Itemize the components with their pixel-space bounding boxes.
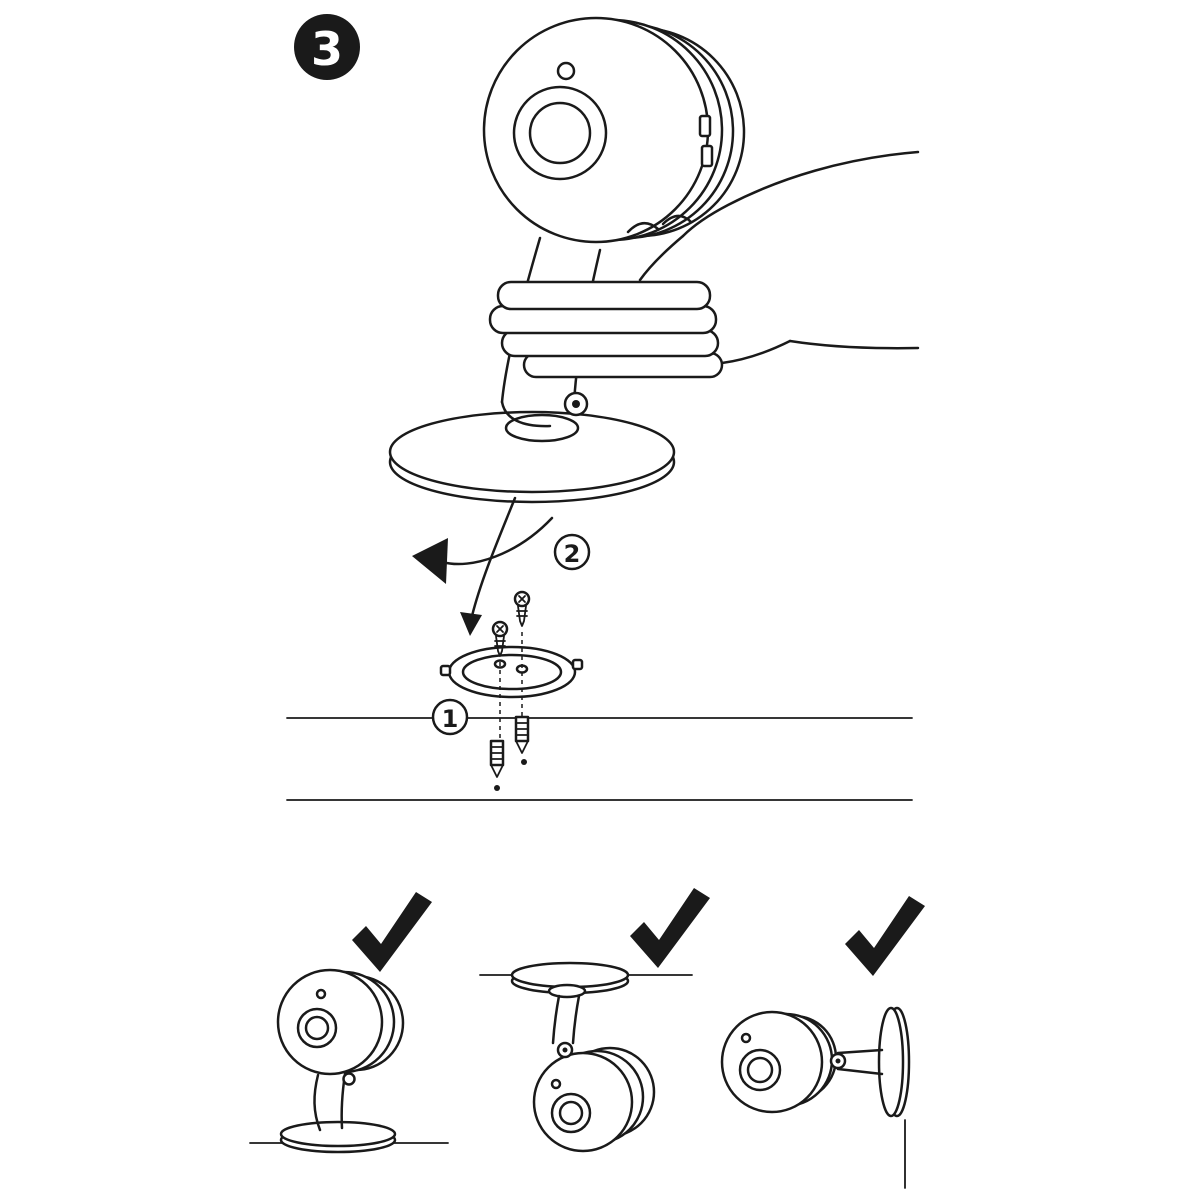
rotate-arrowhead-icon (412, 538, 448, 584)
step-3-badge: 3 (294, 14, 360, 80)
screw-hole (515, 664, 529, 674)
finger (496, 280, 712, 311)
camera-head (482, 16, 746, 244)
orientation-ceiling (479, 888, 710, 1153)
rotate-arrow-group: 2 (412, 496, 591, 636)
plate-tab (439, 664, 452, 677)
camera-lens (296, 1007, 338, 1049)
wall-anchor-icon (514, 715, 530, 765)
wall-anchor-icon (489, 739, 505, 791)
camera-in-hand-illustration (388, 16, 920, 504)
step-number: 3 (311, 22, 343, 76)
hand (488, 150, 920, 379)
led-indicator (550, 1078, 562, 1090)
orientation-wall (720, 896, 925, 1189)
camera-lens (550, 1092, 592, 1134)
checkmark-icon (845, 896, 925, 976)
down-arrowhead-icon (460, 612, 482, 636)
checkmark-icon (630, 888, 710, 968)
camera-stand-base (388, 410, 676, 504)
plate-tab (571, 658, 584, 671)
checkmark-icon (352, 892, 432, 972)
down-arrow-icon (470, 496, 517, 618)
knuckle (626, 222, 660, 234)
led-indicator (740, 1032, 752, 1044)
mounting-plate-group: 1 (286, 590, 913, 801)
rotate-arrow-icon (440, 516, 554, 566)
hinge-joint (342, 1072, 356, 1086)
camera-lens (512, 85, 608, 181)
side-button-icon (698, 114, 712, 138)
led-indicator (315, 988, 327, 1000)
screw-icon (513, 590, 531, 627)
screw-hole (493, 659, 507, 669)
camera-lens-inner (528, 101, 592, 165)
knuckle (661, 214, 693, 226)
screw-icon (491, 620, 509, 657)
substep-1-number: 1 (442, 705, 459, 733)
orientation-desk (249, 892, 449, 1154)
side-button-icon (700, 144, 714, 168)
camera-lens (738, 1048, 782, 1092)
substep-2-number: 2 (564, 540, 581, 568)
led-indicator (556, 61, 576, 81)
